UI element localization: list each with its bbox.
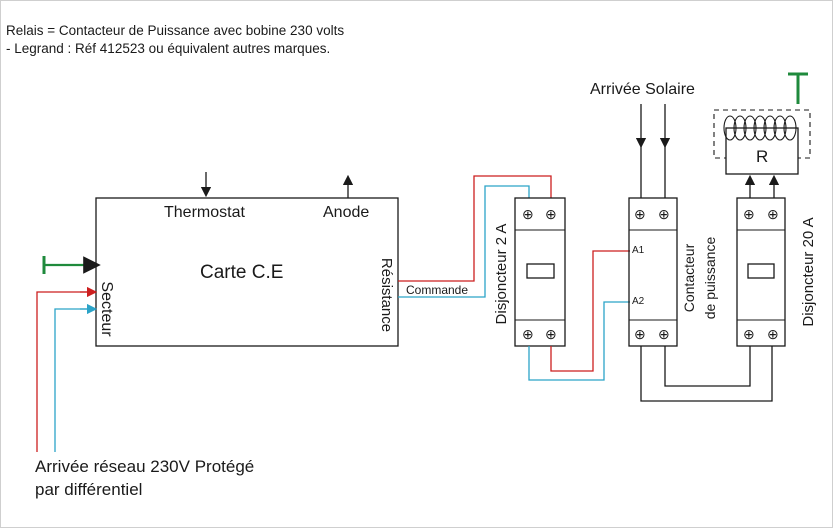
terminal-icon: ⊕	[522, 206, 534, 222]
power-wire-2	[664, 346, 751, 387]
command-neutral-wire	[398, 185, 530, 298]
secteur-label: Secteur	[98, 281, 115, 337]
terminal-icon: ⊕	[545, 326, 557, 342]
power-wire-1	[640, 346, 773, 402]
terminal-icon: ⊕	[522, 326, 534, 342]
coil-phase-wire	[550, 250, 630, 372]
mains-neutral-wire	[54, 308, 88, 452]
terminal-icon: ⊕	[634, 326, 646, 342]
command-phase-wire	[398, 175, 552, 282]
note-line-2: - Legrand : Réf 412523 ou équivalent aut…	[6, 41, 331, 56]
heating-resistor	[713, 109, 811, 175]
commande-label: Commande	[406, 283, 469, 297]
contactor-label-line1: Contacteur	[681, 243, 697, 313]
breaker-20a-label: Disjoncteur 20 A	[800, 217, 817, 327]
resistor-label: R	[756, 147, 769, 166]
board-title: Carte C.E	[200, 262, 284, 283]
thermostat-label: Thermostat	[164, 204, 245, 221]
coil-icon	[723, 115, 797, 141]
anode-label: Anode	[323, 204, 370, 221]
contactor-a2-label: A2	[632, 296, 645, 307]
earth-symbol-right	[788, 72, 808, 104]
resistance-label: Résistance	[378, 257, 395, 333]
terminal-icon: ⊕	[767, 326, 779, 342]
contactor-label-line2: de puissance	[702, 236, 718, 320]
contactor-a1-label: A1	[632, 245, 645, 256]
mains-phase-wire	[36, 291, 88, 452]
terminal-icon: ⊕	[767, 206, 779, 222]
breaker-20a	[736, 197, 786, 347]
terminal-icon: ⊕	[743, 326, 755, 342]
note-line-1: Relais = Contacteur de Puissance avec bo…	[6, 23, 345, 38]
breaker-2a	[514, 197, 566, 347]
terminal-icon: ⊕	[658, 206, 670, 222]
coil-neutral-wire	[528, 301, 630, 381]
mains-label-line1: Arrivée réseau 230V Protégé	[35, 457, 255, 476]
contactor	[628, 197, 678, 347]
mains-label-line2: par différentiel	[35, 480, 143, 499]
terminal-icon: ⊕	[545, 206, 557, 222]
earth-symbol-left	[42, 256, 101, 274]
terminal-icon: ⊕	[658, 326, 670, 342]
solar-label: Arrivée Solaire	[590, 81, 695, 98]
terminal-icon: ⊕	[743, 206, 755, 222]
terminal-icon: ⊕	[634, 206, 646, 222]
breaker-2a-label: Disjoncteur 2 A	[493, 223, 510, 325]
